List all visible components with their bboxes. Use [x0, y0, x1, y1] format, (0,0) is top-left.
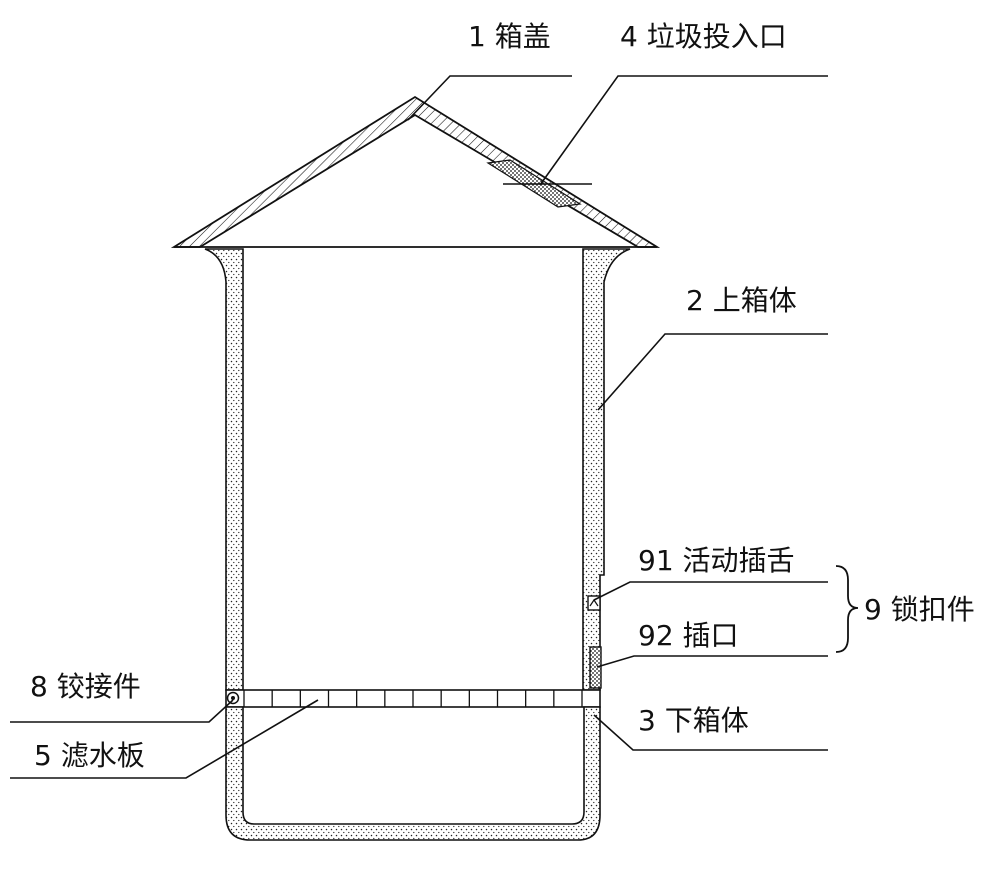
filter-plate [225, 689, 601, 708]
leader-lines [10, 75, 828, 779]
label-filter-plate: 5 滤水板 [34, 739, 145, 772]
label-hinge: 8 铰接件 [30, 670, 141, 703]
box-lid [170, 95, 661, 248]
label-movable-tongue: 91 活动插舌 [638, 544, 795, 577]
hinge [226, 691, 240, 705]
label-lower-body: 3 下箱体 [638, 704, 749, 737]
label-upper-body: 2 上箱体 [686, 284, 797, 317]
label-garbage-inlet: 4 垃圾投入口 [620, 20, 787, 53]
garbage-inlet [486, 159, 592, 208]
upper-box-body [204, 248, 631, 691]
label-lock: 9 锁扣件 [864, 593, 975, 626]
label-socket: 92 插口 [638, 619, 739, 652]
movable-tongue [587, 595, 601, 611]
lock-socket [589, 646, 602, 689]
lock-assembly [587, 595, 602, 689]
label-lid: 1 箱盖 [468, 20, 551, 53]
lower-box-body [225, 706, 601, 841]
lock-brace [835, 565, 859, 653]
